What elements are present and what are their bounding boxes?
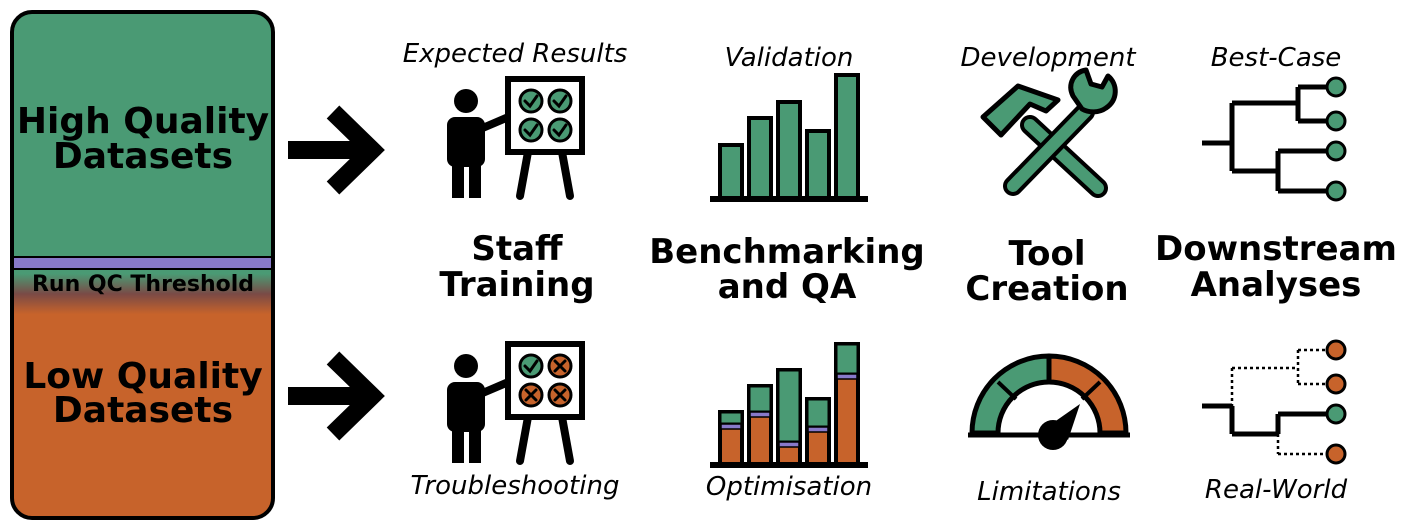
qc-threshold-line <box>12 256 273 270</box>
stacked-bar-chart-icon <box>710 342 868 468</box>
caption-troubleshooting: Troubleshooting <box>411 471 620 501</box>
caption-best-case: Best-Case <box>1211 43 1342 73</box>
high-quality-region <box>12 12 273 260</box>
caption-optimisation: Optimisation <box>706 472 872 502</box>
caption-real-world: Real-World <box>1205 475 1348 505</box>
arrow-right-icon-bottom <box>288 351 385 441</box>
heading-tool-line2: Creation <box>965 269 1128 309</box>
presenter-board-checks-icon <box>447 76 585 200</box>
caption-limitations: Limitations <box>977 477 1121 507</box>
heading-bench-line2: and QA <box>718 267 857 307</box>
heading-downstream-line1: Downstream <box>1155 229 1397 269</box>
heading-staff-line1: Staff <box>471 229 563 269</box>
quality-panel: High Quality Datasets Run QC Threshold L… <box>10 10 275 520</box>
hammer-wrench-icon <box>980 67 1118 198</box>
gauge-icon <box>968 353 1130 450</box>
threshold-label: Run QC Threshold <box>32 272 254 297</box>
bar-chart-icon <box>710 73 868 202</box>
panel-border <box>10 10 275 520</box>
tree-dotted-icon <box>1202 339 1347 465</box>
low-quality-label-line1: Low Quality <box>23 356 262 397</box>
caption-validation: Validation <box>725 43 854 73</box>
heading-downstream-line2: Analyses <box>1191 265 1362 305</box>
heading-tool-line1: Tool <box>1008 234 1085 274</box>
presenter-board-mixed-icon <box>447 341 585 465</box>
caption-development: Development <box>960 43 1136 73</box>
heading-staff-line2: Training <box>439 265 594 305</box>
low-quality-region <box>12 328 273 518</box>
heading-bench-line1: Benchmarking <box>649 232 925 272</box>
high-quality-label-line2: Datasets <box>53 136 233 177</box>
high-quality-label-line1: High Quality <box>17 101 269 142</box>
tree-solid-icon <box>1202 76 1347 202</box>
caption-expected-results: Expected Results <box>403 39 628 69</box>
low-quality-label-line2: Datasets <box>53 390 233 431</box>
arrow-right-icon-top <box>288 105 385 195</box>
